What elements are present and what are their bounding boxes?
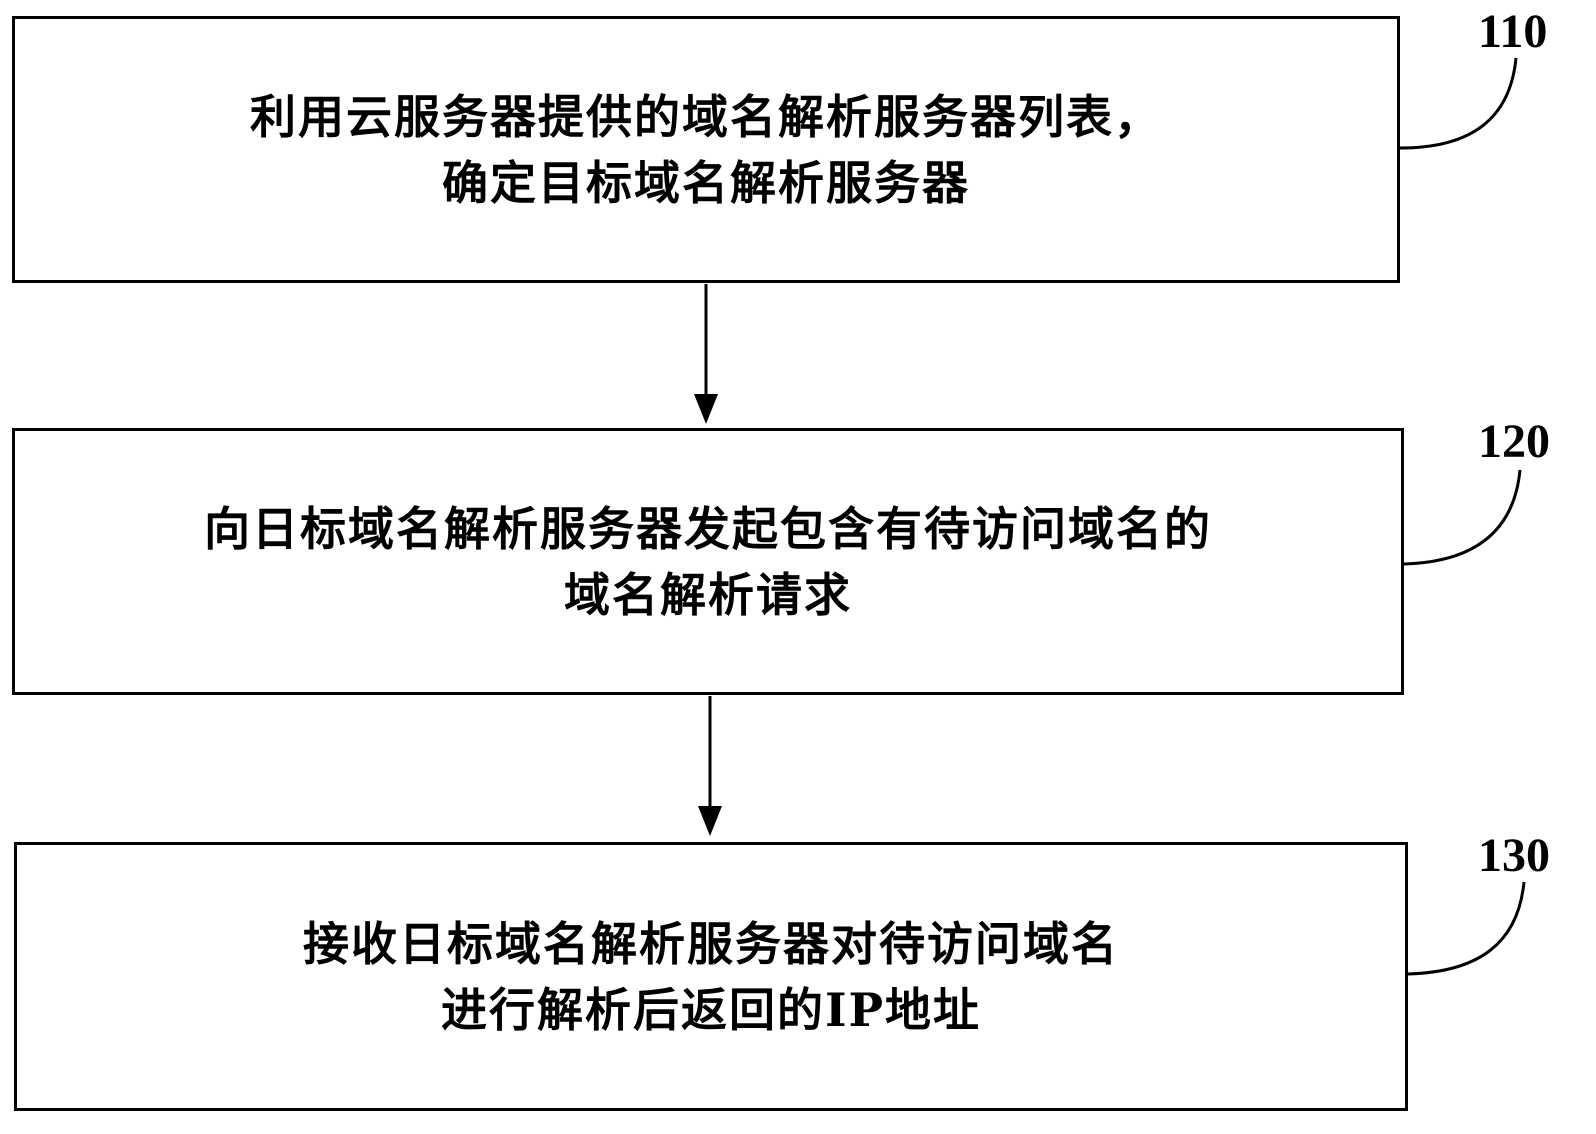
leader-line-130 — [1407, 881, 1526, 976]
step-130-text-line-1: 接收日标域名解析服务器对待访问域名 — [303, 916, 1119, 971]
step-110-text-line-1: 利用云服务器提供的域名解析服务器列表， — [250, 89, 1162, 144]
step-120-text-line-1: 向日标域名解析服务器发起包含有待访问域名的 — [204, 501, 1212, 556]
step-number-120: 120 — [1478, 415, 1550, 468]
step-110-text-line-2: 确定目标域名解析服务器 — [442, 155, 970, 210]
step-number-130: 130 — [1478, 829, 1550, 882]
process-step-130: 接收日标域名解析服务器对待访问域名 进行解析后返回的IP地址 — [14, 842, 1408, 1111]
arrowhead-120-to-130 — [698, 806, 722, 836]
process-step-120: 向日标域名解析服务器发起包含有待访问域名的 域名解析请求 — [12, 428, 1404, 695]
leader-line-120 — [1403, 469, 1522, 566]
leader-line-110 — [1399, 57, 1518, 150]
step-120-text-line-2: 域名解析请求 — [564, 567, 852, 622]
step-130-text-line-2: 进行解析后返回的IP地址 — [440, 982, 982, 1037]
step-number-110: 110 — [1478, 5, 1548, 58]
process-step-110: 利用云服务器提供的域名解析服务器列表， 确定目标域名解析服务器 — [12, 16, 1400, 283]
arrowhead-110-to-120 — [694, 394, 718, 424]
